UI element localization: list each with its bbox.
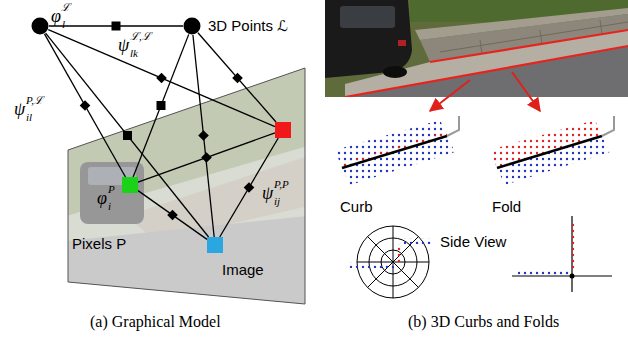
factor-diamond — [80, 100, 91, 111]
pointer-arrow — [430, 80, 470, 111]
math-superscript: P,P — [274, 179, 289, 190]
math-symbol: ψ — [14, 100, 25, 118]
variable-node: φlℒ — [31, 17, 49, 35]
street-photo — [325, 0, 628, 97]
math-superscript: ℒ — [61, 2, 70, 13]
math-subscript: i — [108, 201, 111, 212]
fold-point-cloud — [490, 116, 614, 185]
curb-point-cloud — [335, 116, 459, 185]
node-label: Pixels P — [72, 236, 126, 251]
factor-square — [112, 22, 121, 31]
math-subscript: ij — [274, 196, 280, 207]
node-circle — [183, 17, 201, 35]
math-superscript: ℒ,ℒ — [130, 31, 151, 42]
subfigure-caption: (a) Graphical Model — [90, 314, 221, 330]
math-symbol: φ — [51, 7, 61, 25]
math-subscript: l — [62, 19, 65, 30]
pixel-node — [207, 237, 223, 253]
math-subscript: lk — [130, 48, 138, 59]
node-circle — [31, 17, 49, 35]
node-label: 3D Points ℒ — [208, 18, 288, 33]
side-view-axes — [512, 216, 612, 292]
pixel-node — [275, 122, 291, 138]
math-superscript: P,ℒ — [26, 95, 43, 106]
factor-diamond — [232, 73, 243, 84]
variable-node: 3D Points ℒ — [183, 17, 201, 35]
math-symbol: φ — [97, 189, 107, 207]
side-view-polar — [346, 226, 432, 298]
math-superscript: P — [108, 184, 115, 195]
math-symbol: ψ — [118, 36, 129, 54]
factor-diamond — [156, 73, 167, 84]
pointer-arrow — [512, 72, 540, 111]
panel-label: Curb — [340, 199, 373, 214]
factor-edge — [49, 25, 183, 26]
math-symbol: ψ — [262, 184, 273, 202]
node-label: Image — [222, 262, 264, 277]
factor-square — [157, 101, 166, 110]
math-subscript: il — [26, 112, 32, 123]
pixel-node: φiP — [122, 177, 138, 193]
panel-label: Fold — [492, 199, 521, 214]
subfigure-caption: (b) 3D Curbs and Folds — [408, 314, 559, 330]
panel-label: Side View — [440, 234, 506, 249]
